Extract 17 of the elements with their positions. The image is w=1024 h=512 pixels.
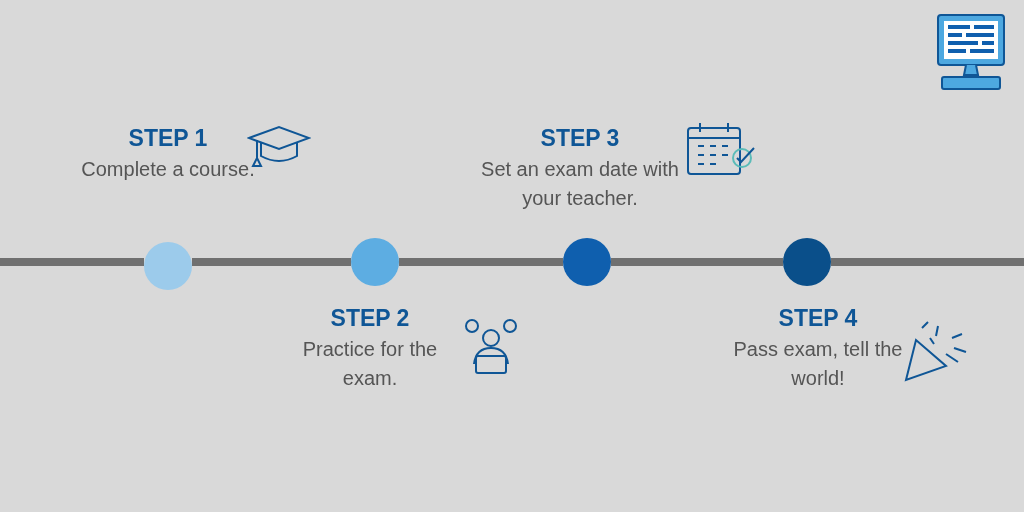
step-description: Pass exam, tell the world! — [732, 337, 904, 391]
timeline-dot — [783, 238, 831, 286]
timeline-line — [831, 258, 1024, 266]
step-heading: STEP 1 — [127, 124, 209, 152]
step-heading: STEP 4 — [777, 304, 859, 332]
step-description: Set an exam date with your teacher. — [480, 157, 680, 211]
step-heading: STEP 3 — [539, 124, 621, 152]
timeline-dot — [563, 238, 611, 286]
timeline-dot — [144, 242, 192, 290]
timeline-line — [399, 258, 563, 266]
step-description: Practice for the exam. — [301, 337, 439, 391]
timeline-line — [611, 258, 783, 266]
timeline-dot — [351, 238, 399, 286]
step-description: Complete a course. — [80, 157, 256, 182]
timeline-line — [0, 258, 144, 266]
timeline-line — [192, 258, 351, 266]
step-heading: STEP 2 — [329, 304, 411, 332]
